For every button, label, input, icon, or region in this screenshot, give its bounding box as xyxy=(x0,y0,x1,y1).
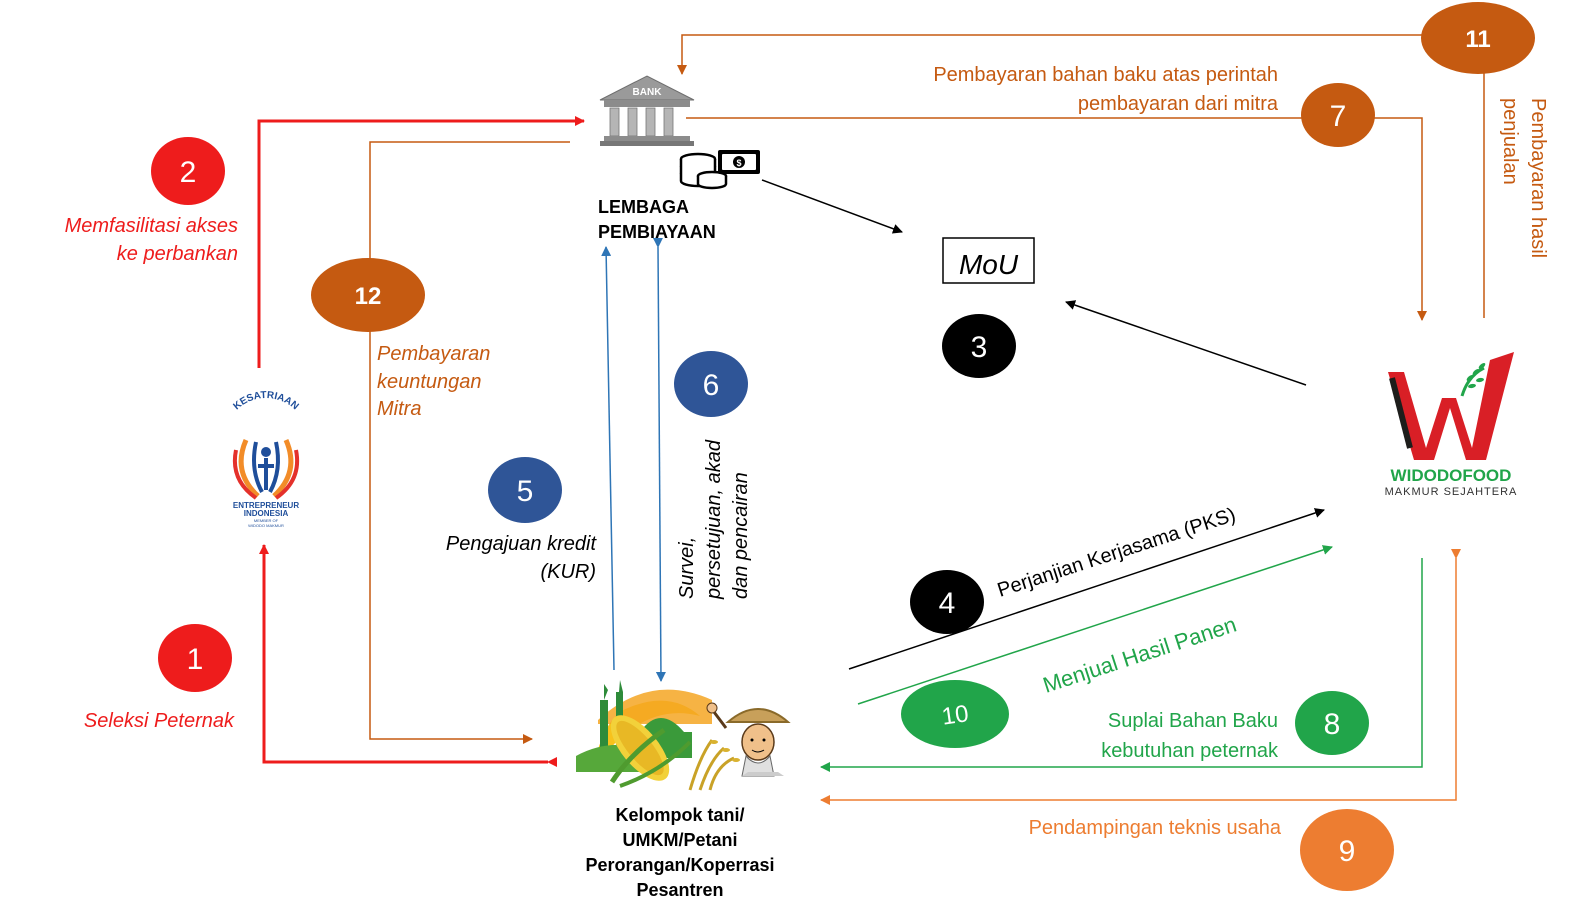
widodofood-name: WIDODOFOOD xyxy=(1391,466,1512,485)
step-8-number: 8 xyxy=(1324,708,1341,741)
step-5-label-line-2: (KUR) xyxy=(540,561,596,583)
step-11-label-line-2: penjualan xyxy=(1499,98,1521,185)
bank-label-line-1: LEMBAGA xyxy=(598,197,689,217)
step-3-badge: 3 xyxy=(942,314,1016,378)
arrow-step-7 xyxy=(686,117,1427,321)
step-5-badge: 5 xyxy=(488,457,562,523)
step-10-label: Menjual Hasil Panen xyxy=(1040,612,1240,698)
step-6-badge: 6 xyxy=(674,351,748,417)
bank-sign: BANK xyxy=(633,87,663,98)
mou-box xyxy=(942,237,1035,284)
kesatriaan-arc-text: KESATRIAAN xyxy=(231,390,300,412)
bank-label-line-2: PEMBIAYAAN xyxy=(598,222,716,242)
step-12-label-line-1: Pembayaran xyxy=(377,343,490,365)
bank-icon: BANK xyxy=(599,75,695,146)
step-9-number: 9 xyxy=(1339,835,1356,868)
step-1-badge: 1 xyxy=(158,624,232,692)
step-9-badge: 9 xyxy=(1300,809,1394,891)
mou-label: MoU xyxy=(959,249,1019,280)
farmer-label-line-1: Kelompok tani/ xyxy=(615,805,744,825)
farmer-label-line-4: Pesantren xyxy=(636,880,723,900)
step-2-badge: 2 xyxy=(151,137,225,205)
kesatriaan-small-2: WIDODO MAKMUR xyxy=(248,523,284,528)
step-9-label: Pendampingan teknis usaha xyxy=(1029,817,1282,839)
step-6-label-line-2: persetujuan, akad xyxy=(703,439,725,600)
step-12-label-line-2: keuntungan xyxy=(377,371,482,393)
step-2-number: 2 xyxy=(180,156,197,189)
step-7-number: 7 xyxy=(1330,100,1347,133)
step-10-badge: 10 xyxy=(901,680,1009,748)
step-10-number: 10 xyxy=(940,700,970,730)
step-12-badge: 12 xyxy=(311,258,425,332)
step-12-number: 12 xyxy=(355,283,382,310)
step-7-badge: 7 xyxy=(1301,83,1375,147)
step-7-label-line-2: pembayaran dari mitra xyxy=(1078,93,1279,115)
step-7-label-line-1: Pembayaran bahan baku atas perintah xyxy=(933,64,1278,86)
svg-text:$: $ xyxy=(736,158,741,168)
farmer-label-line-2: UMKM/Petani xyxy=(622,830,737,850)
kesatriaan-small-1: MEMBER OF xyxy=(254,518,279,523)
kesatriaan-bottom-2: INDONESIA xyxy=(244,509,289,518)
step-4-label: Perjanjian Kerjasama (PKS) xyxy=(995,504,1239,602)
step-6-label-line-1: Survei, xyxy=(676,537,698,599)
step-8-badge: 8 xyxy=(1295,691,1369,755)
step-8-label-line-2: kebutuhan peternak xyxy=(1101,740,1279,762)
step-5-label-line-1: Pengajuan kredit xyxy=(446,533,598,555)
widodofood-sub: MAKMUR SEJAHTERA xyxy=(1385,486,1518,498)
widodofood-logo: WIDODOFOOD MAKMUR SEJAHTERA xyxy=(1385,352,1518,498)
money-icon: $ xyxy=(679,150,760,190)
arrow-step-12 xyxy=(369,141,570,744)
step-3-number: 3 xyxy=(971,331,988,364)
arrow-step-5 xyxy=(601,246,615,671)
step-1-number: 1 xyxy=(187,643,204,676)
step-2-label-line-1: Memfasilitasi akses xyxy=(65,215,238,237)
arrow-step-2 xyxy=(257,116,585,368)
step-11-number: 11 xyxy=(1465,26,1490,53)
arrow-step-6 xyxy=(652,237,666,682)
step-4-number: 4 xyxy=(939,587,956,620)
kesatriaan-logo: KESATRIAAN ENTREPRENEUR INDONESIA MEMBER… xyxy=(231,390,300,528)
step-11-badge: 11 xyxy=(1421,2,1535,74)
farmer-label-line-3: Perorangan/Koperrasi xyxy=(585,855,774,875)
step-5-number: 5 xyxy=(517,475,534,508)
step-1-label: Seleksi Peternak xyxy=(84,710,235,732)
step-6-label-line-3: dan pencairan xyxy=(730,472,752,599)
arrow-money-mou xyxy=(761,179,903,234)
farmer-illustration xyxy=(576,680,791,791)
arrow-step-9 xyxy=(820,549,1461,805)
step-4-badge: 4 xyxy=(910,570,984,634)
step-8-label-line-1: Suplai Bahan Baku xyxy=(1108,710,1278,732)
step-6-number: 6 xyxy=(703,369,720,402)
step-2-label-line-2: ke perbankan xyxy=(117,243,238,265)
arrow-step-1 xyxy=(259,544,557,767)
arrow-step-11 xyxy=(677,34,1485,318)
kesatriaan-bottom-1: ENTREPRENEUR xyxy=(233,501,299,510)
step-12-label-line-3: Mitra xyxy=(377,398,421,420)
step-11-label-line-1: Pembayaran hasil xyxy=(1527,98,1549,258)
arrow-step-3 xyxy=(1065,300,1307,386)
